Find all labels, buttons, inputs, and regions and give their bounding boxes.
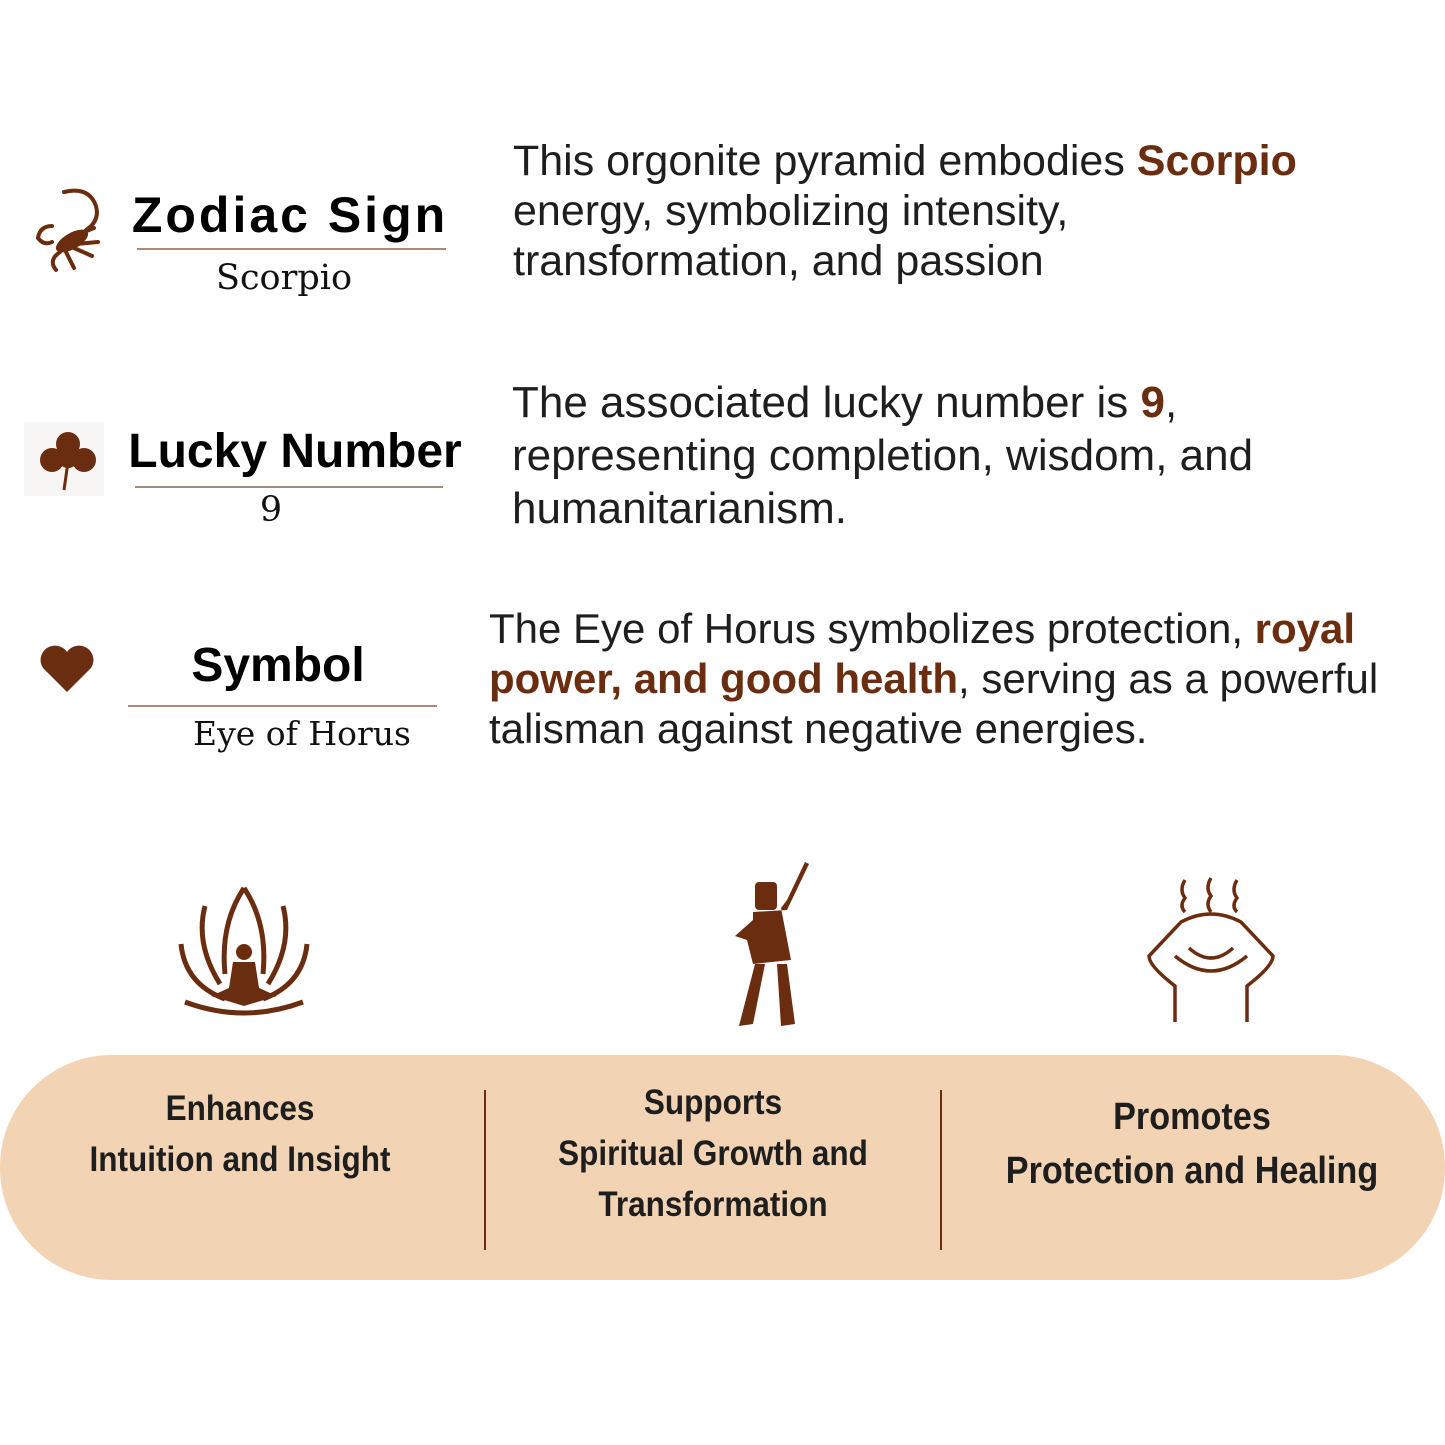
desc-highlight: 9 (1140, 378, 1165, 427)
heart-icon (40, 645, 94, 692)
lucky-number-heading: Lucky Number (128, 425, 462, 478)
lucky-number-description: The associated lucky number is 9, repres… (512, 378, 1253, 537)
column-divider (484, 1090, 486, 1250)
lucky-number-value: 9 (259, 490, 283, 530)
desc-text: The Eye of Horus symbolizes protection, (489, 605, 1255, 652)
benefit-intuition: Enhances Intuition and Insight (42, 1083, 438, 1185)
symbol-description: The Eye of Horus symbolizes protection, … (489, 605, 1378, 755)
desc-text: humanitarianism. (512, 484, 848, 533)
symbol-heading: Symbol (191, 639, 365, 692)
desc-text: energy, symbolizing intensity, (513, 187, 1069, 235)
zodiac-sign-value: Scorpio (215, 258, 353, 298)
head-holding-icon (1147, 877, 1275, 1022)
benefit-line: Transformation (598, 1185, 828, 1224)
desc-text: , serving as a powerful (958, 655, 1379, 702)
benefit-line: Promotes (1113, 1096, 1271, 1138)
benefits-banner (0, 1055, 1445, 1280)
benefit-spiritual-growth: Supports Spiritual Growth and Transforma… (515, 1077, 911, 1230)
benefit-protection: Promotes Protection and Healing (976, 1090, 1408, 1198)
scorpion-icon (35, 188, 100, 272)
benefit-line: Protection and Healing (1005, 1150, 1379, 1192)
symbol-value: Eye of Horus (193, 714, 411, 753)
desc-text: representing completion, wisdom, and (512, 431, 1254, 480)
desc-highlight: Scorpio (1136, 137, 1297, 185)
lotus-meditation-icon (178, 886, 310, 1016)
divider-rule (135, 486, 443, 488)
divider-rule (128, 705, 437, 707)
clover-icon (40, 432, 96, 491)
desc-text: transformation, and passion (513, 237, 1044, 285)
desc-text: talisman against negative energies. (489, 705, 1148, 752)
desc-highlight: power, and good health (489, 655, 959, 702)
zodiac-description: This orgonite pyramid embodies Scorpio e… (513, 137, 1297, 287)
raised-fist-person-icon (735, 862, 809, 1026)
desc-text: The associated lucky number is (512, 378, 1141, 427)
divider-rule (137, 248, 446, 250)
desc-text: This orgonite pyramid embodies (513, 137, 1137, 185)
desc-text: , (1165, 378, 1178, 427)
benefit-line: Intuition and Insight (89, 1140, 391, 1179)
zodiac-sign-heading: Zodiac Sign (131, 187, 449, 243)
benefit-line: Enhances (165, 1089, 315, 1128)
column-divider (940, 1090, 942, 1250)
benefit-line: Supports (643, 1083, 783, 1122)
benefit-line: Spiritual Growth and (558, 1134, 868, 1173)
desc-highlight: royal (1254, 605, 1356, 652)
